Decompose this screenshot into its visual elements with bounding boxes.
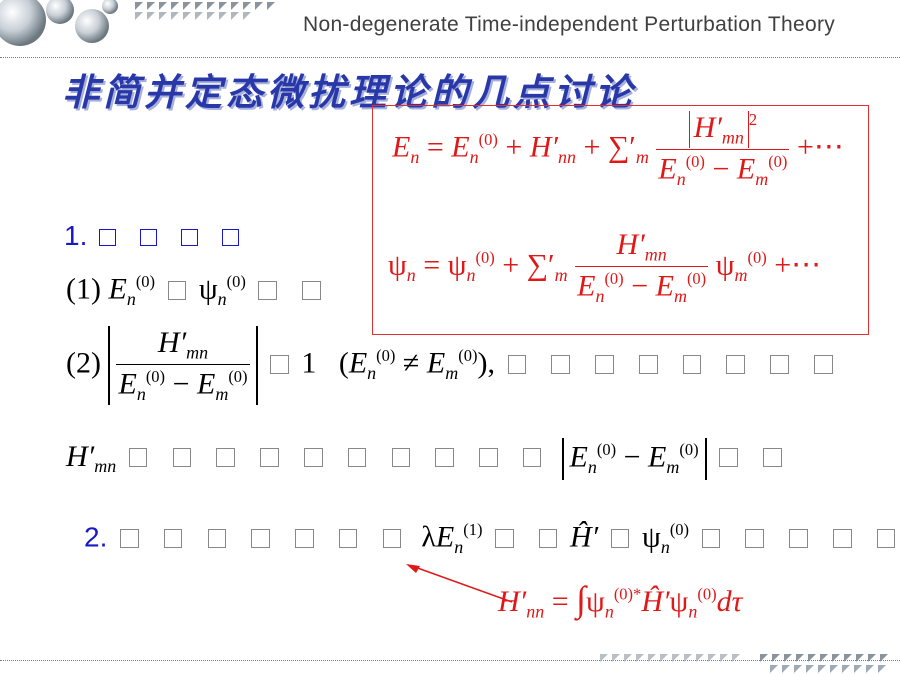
- energy-fraction: H′mn2 En(0) − Em(0): [656, 110, 790, 189]
- matrix-element-formula: H′nn = ∫ψn(0)*Ĥ′ψn(0)dτ: [498, 579, 743, 622]
- abs-energy-gap: En(0) − Em(0): [561, 438, 707, 480]
- chinese-title: 非简并定态微扰理论的几点讨论: [62, 71, 636, 114]
- energy-formula: En = En(0) + H′nn + ∑′m H′mn2 En(0) − Em…: [392, 110, 844, 189]
- formula-box: [372, 105, 869, 335]
- condition-line-2: (2) H′mn En(0) − Em(0) 1 (En(0) ≠ Em(0))…: [66, 326, 845, 406]
- english-title: Non-degenerate Time-independent Perturba…: [303, 13, 836, 36]
- item-2-line: 2. λEn(1)Ĥ′ψn(0): [84, 520, 900, 558]
- footer-decoration: [600, 654, 888, 673]
- item-1-heading: 1.: [64, 220, 251, 252]
- sphere-icon: [75, 9, 109, 43]
- condition-line-1: (1) En(0)ψn(0): [66, 272, 333, 310]
- abs-ratio: H′mn En(0) − Em(0): [108, 326, 258, 406]
- wave-fraction: H′mn En(0) − Em(0): [575, 228, 709, 307]
- sphere-icon: [0, 0, 46, 46]
- header-decoration: [0, 0, 300, 60]
- pointer-arrow: [406, 564, 513, 603]
- condition-line-3: H′mn En(0) − Em(0): [66, 438, 794, 480]
- header-divider: [0, 57, 900, 58]
- footer-divider: [0, 660, 900, 661]
- sphere-icon: [46, 0, 74, 24]
- wavefunction-formula: ψn = ψn(0) + ∑′m H′mn En(0) − Em(0) ψm(0…: [388, 228, 822, 307]
